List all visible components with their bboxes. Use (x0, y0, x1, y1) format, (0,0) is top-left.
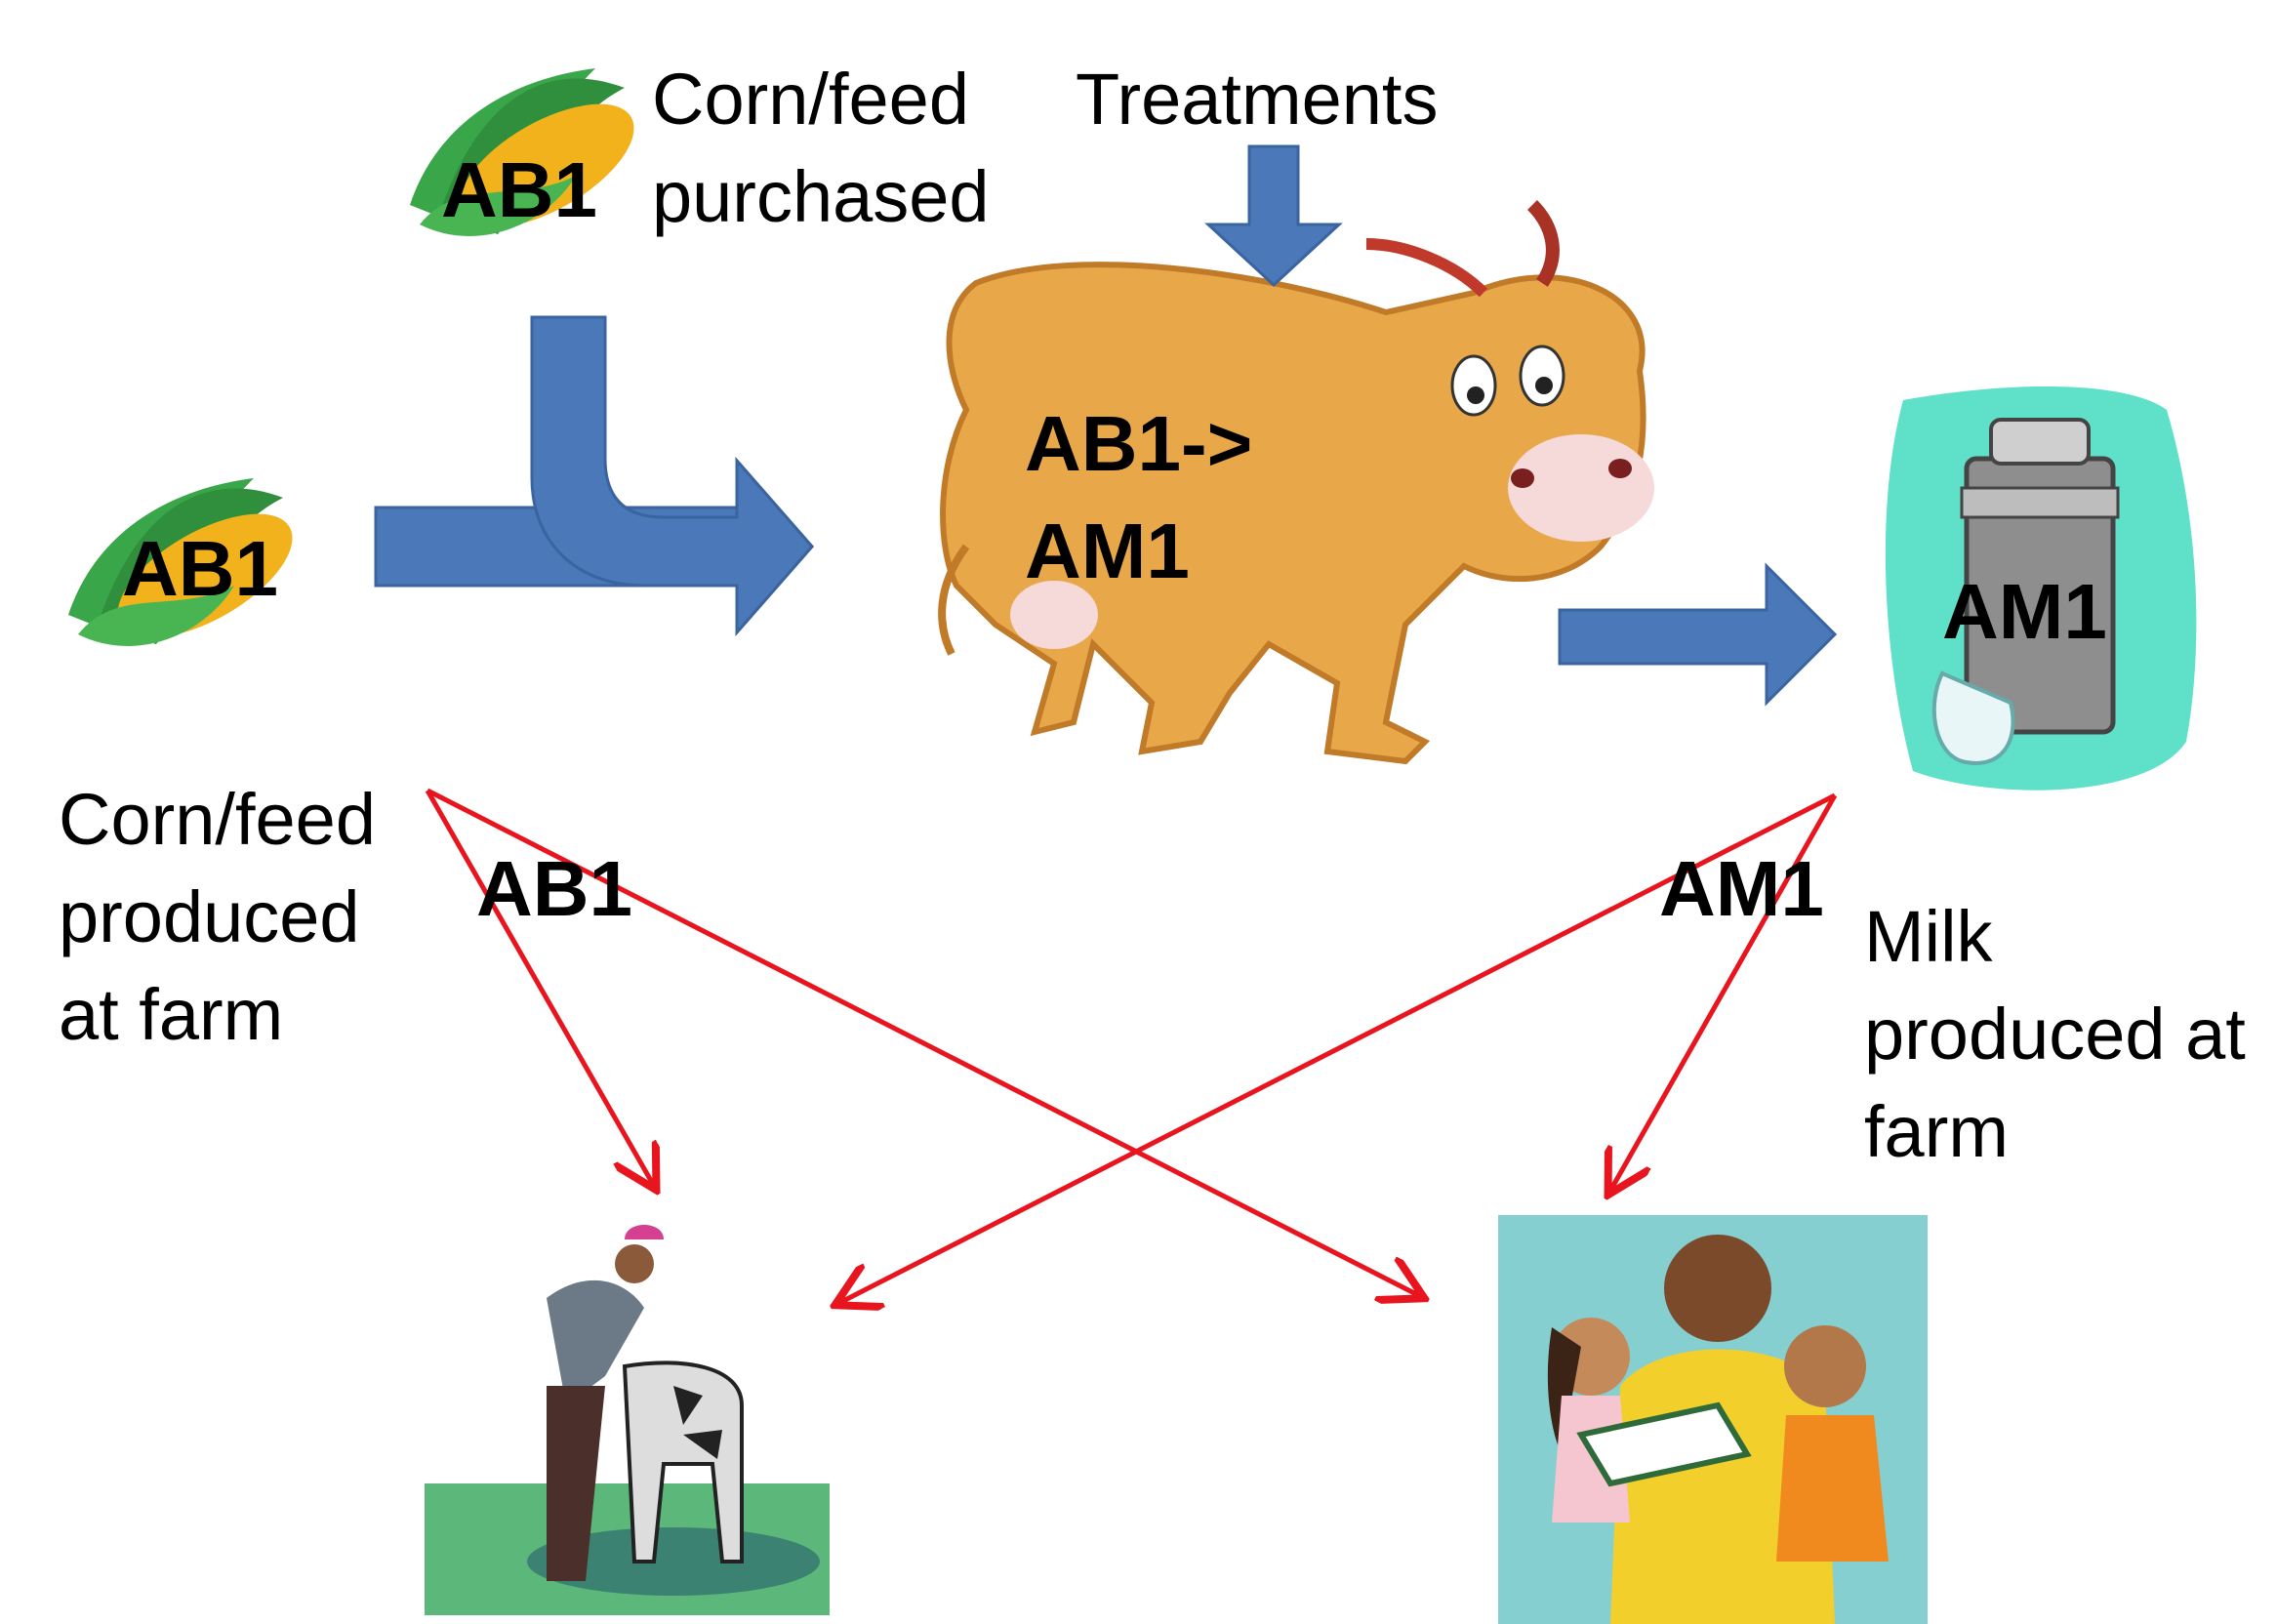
milk-to-farmer-arrow (839, 792, 1837, 1303)
cow-icon (938, 200, 1654, 765)
corn-icon (410, 68, 634, 236)
corn-farm-label: Corn/feed produced at farm (59, 779, 376, 1055)
purchased-feed-arrow (530, 315, 814, 636)
farmer-with-calf-icon (425, 1225, 830, 1615)
corn-purchased-label: Corn/feed purchased (652, 59, 990, 237)
corn-purchased-tag: AB1 (441, 146, 598, 233)
corn-icon (68, 478, 293, 646)
milk-output-arrow (1558, 562, 1838, 707)
ab1-path-tag: AB1 (476, 845, 633, 932)
cow-tag: AB1-> AM1 (1025, 400, 1253, 594)
corn-to-family-arrow (426, 788, 1420, 1296)
corn-farm-tag: AB1 (122, 525, 279, 612)
milk-to-family-arrow (1610, 793, 1838, 1191)
am1-path-tag: AM1 (1659, 845, 1824, 932)
treatments-label: Treatments (1076, 59, 1439, 140)
milk-can-icon (1885, 386, 2197, 791)
milk-farm-label: Milk produced at farm (1864, 896, 2246, 1172)
family-reading-icon (1498, 1215, 1928, 1624)
corn-to-farmer-arrow (425, 789, 654, 1186)
milk-can-tag: AM1 (1942, 568, 2107, 655)
treatments-arrow (1204, 144, 1343, 288)
